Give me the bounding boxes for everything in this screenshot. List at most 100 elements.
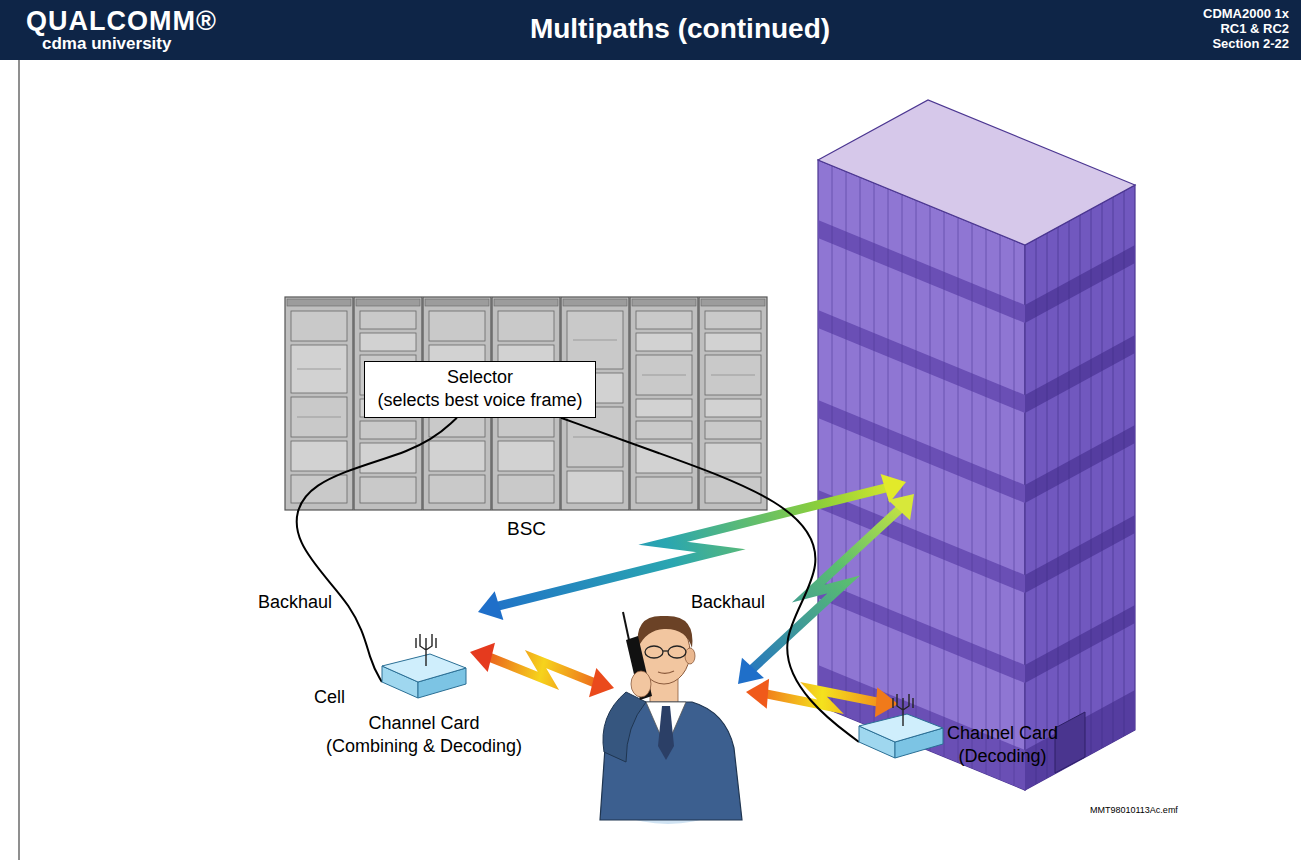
antenna-symbol: [416, 634, 436, 666]
rack-panel: [636, 421, 692, 439]
user-hand: [631, 671, 651, 697]
radio-path: [487, 656, 597, 683]
building-right-face: [1025, 185, 1135, 790]
rack-panel: [291, 311, 347, 341]
rack-cap: [356, 299, 420, 306]
rack-panel: [360, 477, 416, 503]
backhaul-link: [561, 418, 859, 742]
rack-panel: [291, 441, 347, 471]
rack-panel: [498, 475, 554, 503]
radio-paths: [470, 474, 914, 717]
rack-slot: [297, 369, 341, 370]
rack-panel: [429, 311, 485, 341]
rack-panel: [291, 475, 347, 503]
rack-cabinet: [285, 297, 353, 510]
slide-title: Multipaths (continued): [530, 13, 830, 45]
text-line: (Decoding): [947, 745, 1058, 768]
rack-panel: [705, 443, 761, 473]
section-number: Section 2-22: [1212, 36, 1289, 51]
link-label: Backhaul: [688, 592, 768, 613]
building-mullion: [1102, 203, 1103, 748]
building-mullion: [860, 177, 861, 722]
building-band: [818, 490, 1025, 593]
building-mullion: [1113, 197, 1114, 742]
channel-card-label: Channel Card (Decoding): [947, 722, 1058, 769]
building-mullion: [902, 194, 903, 739]
rack-slot: [642, 375, 686, 376]
rack-cabinet: [699, 297, 767, 510]
building-band: [818, 220, 1025, 323]
office-building: [818, 100, 1135, 790]
building-band: [818, 400, 1025, 503]
rack-panel: [429, 441, 485, 471]
rack-panel: [360, 333, 416, 351]
user-tie: [658, 706, 674, 760]
building-band: [818, 580, 1025, 683]
building-mullion: [986, 229, 987, 774]
course-tag: CDMA2000 1x: [1203, 6, 1289, 21]
building-mullion: [1069, 221, 1070, 766]
bsc-node: BSCSelector (selects best voice frame): [285, 297, 768, 510]
building-door: [1055, 712, 1085, 773]
rack-panel: [636, 399, 692, 417]
user-phone-antenna: [623, 612, 629, 640]
user-phone: [626, 636, 652, 700]
building-mullion: [1124, 191, 1125, 736]
file-name: MMT98010113Ac.emf: [1090, 805, 1178, 815]
radio-path: [750, 507, 902, 671]
rack-cap: [701, 299, 765, 306]
text-line: (selects best voice frame): [377, 389, 582, 412]
rack-panel: [360, 311, 416, 329]
rack-panel: [636, 311, 692, 329]
rack-panel: [498, 441, 554, 471]
building-mullion: [846, 171, 847, 716]
text-line: (Combining & Decoding): [326, 735, 522, 758]
text-line: Selector: [377, 366, 582, 389]
link-label: Backhaul: [255, 592, 335, 613]
radio-arrowhead: [470, 643, 495, 672]
rack-cabinet: [630, 297, 698, 510]
building-mullion: [888, 189, 889, 734]
user-glasses: [668, 646, 686, 658]
text-line: Channel Card: [326, 712, 522, 735]
building-mullion: [1091, 209, 1092, 754]
channel-card: CellChannel Card (Combining & Decoding): [378, 628, 470, 700]
rack-cap: [494, 299, 558, 306]
radio-arrowhead: [589, 668, 614, 697]
cell-label: Cell: [314, 686, 345, 709]
building-roof: [818, 100, 1135, 245]
rack-cap: [287, 299, 351, 306]
user-glasses: [663, 650, 668, 651]
rack-slot: [573, 340, 617, 341]
channel-card: Channel Card (Decoding): [855, 688, 947, 760]
bsc-rack: [285, 297, 767, 510]
bsc-label: BSC: [507, 517, 546, 542]
user-glasses: [645, 646, 663, 658]
rack-panel: [705, 311, 761, 329]
rack-panel: [636, 355, 692, 395]
rack-panel: [705, 399, 761, 417]
rack-panel: [636, 477, 692, 503]
building-mullion: [944, 212, 945, 757]
rack-panel: [429, 475, 485, 503]
building-mullion: [958, 217, 959, 762]
user-ear: [685, 648, 695, 664]
company-logo: QUALCOMM®: [26, 6, 217, 37]
radio-arrowhead: [746, 679, 769, 709]
building-band: [818, 310, 1025, 413]
rack-panel: [291, 397, 347, 437]
radio-path: [764, 689, 881, 706]
antenna-symbol: [893, 694, 913, 726]
rack-panel: [705, 421, 761, 439]
rack-panel: [567, 471, 623, 503]
building-mullion: [874, 183, 875, 728]
rack-panel: [360, 421, 416, 439]
course-tag: RC1 & RC2: [1220, 21, 1289, 36]
user-hair: [638, 616, 693, 648]
card-top-face: [382, 654, 466, 682]
building-mullion: [972, 223, 973, 768]
user-mouth: [658, 671, 674, 673]
building-mullion: [1000, 235, 1001, 780]
